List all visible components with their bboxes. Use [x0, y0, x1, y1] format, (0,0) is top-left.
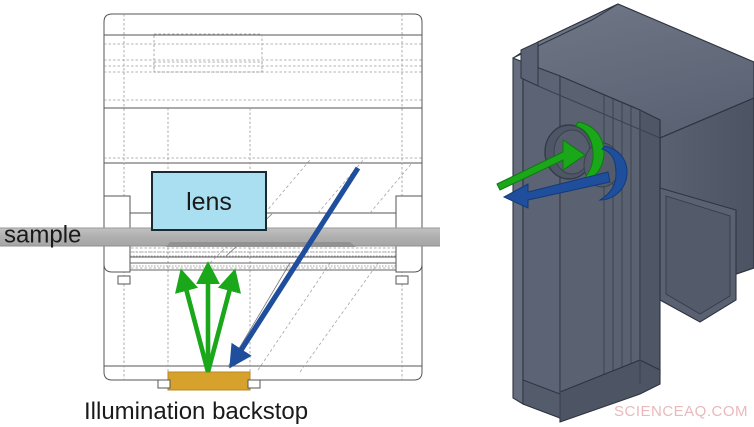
backstop-label: Illumination backstop — [84, 398, 308, 425]
model-vertical-body-right — [639, 109, 661, 385]
sample-band — [0, 228, 440, 246]
lens-block — [151, 171, 267, 231]
sample-label: sample — [4, 221, 81, 248]
sample-substrate-shadow — [166, 242, 356, 247]
model-front-plate-face — [522, 61, 561, 419]
model-right-flange-inner — [665, 195, 731, 315]
lens-label: lens — [186, 188, 232, 216]
green-scattered-arrows — [175, 261, 241, 373]
left-cad-panel: lens sample Illumination backstop — [0, 13, 440, 425]
model-top-rail-edge — [520, 41, 539, 87]
inner-plate-hatch — [130, 251, 396, 267]
inner-plate-lines — [130, 262, 396, 271]
hidden-lines — [104, 14, 422, 380]
right-model-panel: SCIENCEAQ.COM — [496, 3, 754, 423]
blue-rotation-arrow — [502, 145, 628, 209]
mounting-tabs — [103, 195, 423, 285]
illumination-backstop — [167, 371, 251, 391]
scattered-ray-right — [205, 268, 241, 373]
illumination-ray-arrow — [229, 166, 361, 369]
scattered-ray-left — [175, 268, 211, 373]
model-front-plate — [512, 57, 524, 405]
watermark-text: SCIENCEAQ.COM — [614, 403, 748, 420]
backstop-feet — [157, 379, 261, 389]
